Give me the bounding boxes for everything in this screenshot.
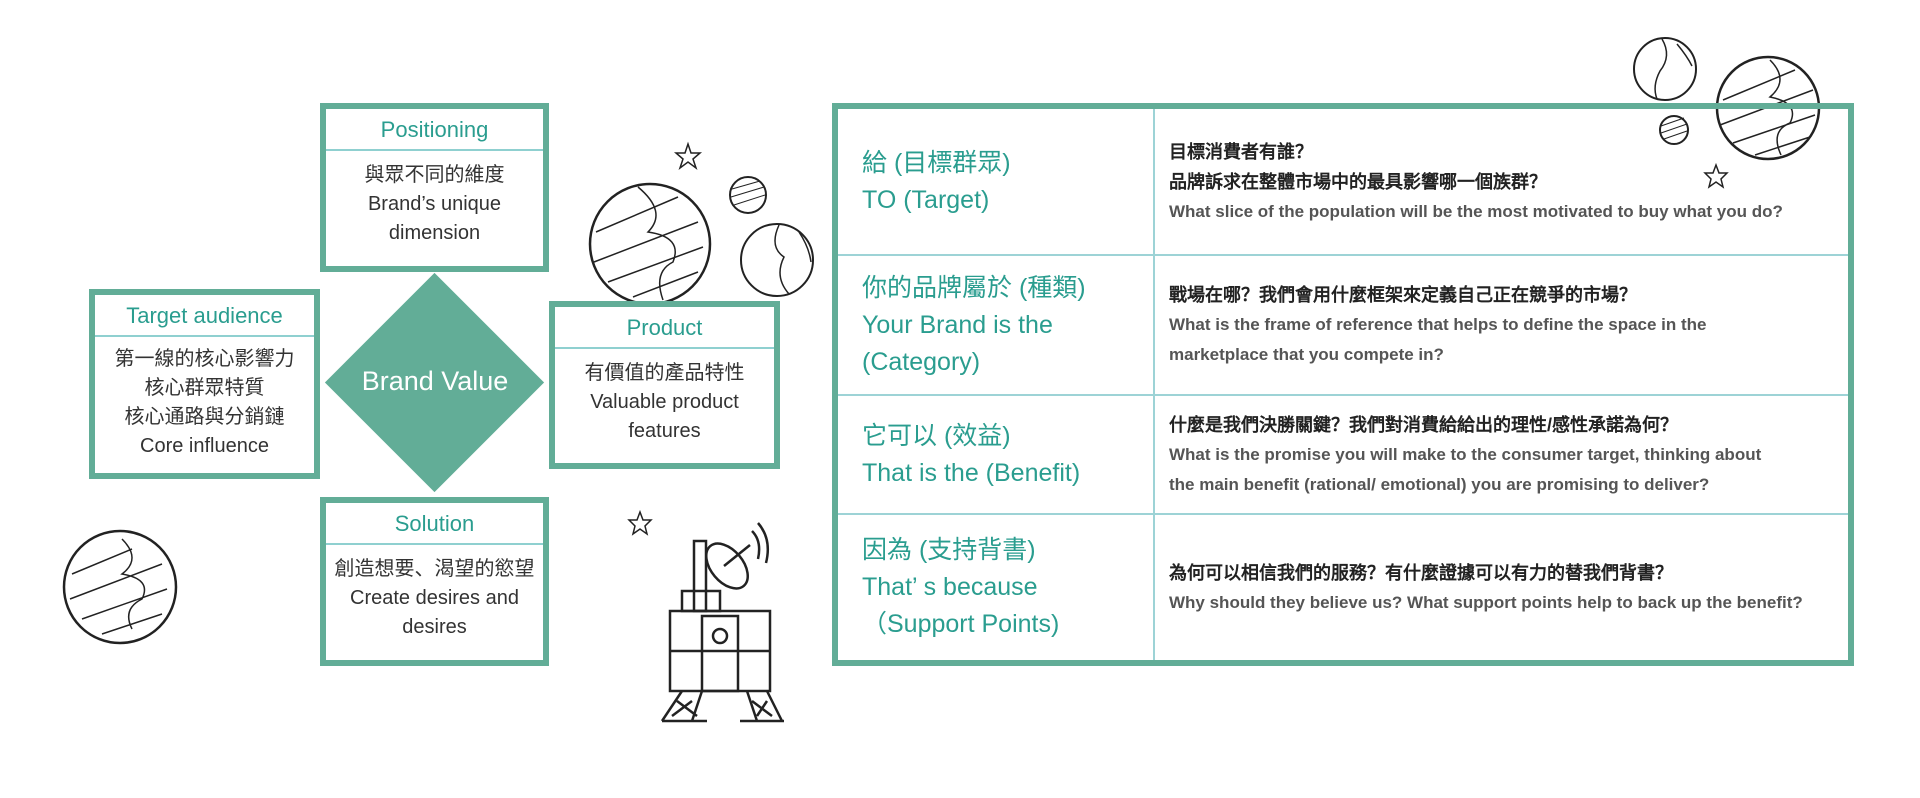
positioning-statement-table: 給 (目標群眾) TO (Target) 目標消費者有誰？ 品牌訴求在整體市場中的最…	[832, 103, 1854, 666]
row-description: Why should they believe us? What support…	[1169, 592, 1803, 612]
row-label: That’ s because	[862, 573, 1038, 601]
planet-icon	[588, 182, 712, 306]
table-row: 你的品牌屬於 (種類) Your Brand is the (Category) 戰…	[835, 254, 1851, 395]
target-line: Core influence	[140, 435, 269, 457]
planet-icon	[729, 176, 767, 214]
target-audience-box: Target audience 第一線的核心影響力核心群眾特質核心通路與分銷鏈 C…	[89, 289, 320, 479]
target-audience-title: Target audience	[95, 295, 314, 337]
product-line: Valuable product	[590, 391, 739, 413]
row-question: 為何可以相信我們的服務？有什麼證據可以有力的替我們背書？	[1169, 562, 1673, 583]
row-label: 你的品牌屬於 (種類)	[862, 273, 1086, 302]
positioning-box: Positioning 與眾不同的維度 Brand’s unique dimensi…	[320, 103, 549, 272]
positioning-line: dimension	[388, 222, 481, 244]
target-line: 核心通路與分銷鏈	[124, 406, 285, 428]
product-box: Product 有價值的產品特性 Valuable product features	[549, 301, 780, 469]
positioning-title: Positioning	[326, 109, 543, 151]
star-icon	[1703, 162, 1729, 189]
table-row: 給 (目標群眾) TO (Target) 目標消費者有誰？ 品牌訴求在整體市場中的最…	[835, 106, 1851, 255]
planet-icon	[1659, 115, 1689, 145]
solution-box: Solution 創造想要、渴望的慾望 Create desires and des…	[320, 497, 549, 666]
solution-line: desires	[402, 616, 467, 638]
row-label: That is the (Benefit)	[862, 458, 1081, 487]
product-line: features	[628, 420, 701, 442]
table-row: 它可以 (效益) That is the (Benefit) 什麼是我們決勝關鍵？…	[835, 394, 1851, 514]
solution-title: Solution	[326, 503, 543, 545]
row-label: 它可以 (效益)	[862, 421, 1011, 450]
positioning-line: 與眾不同的維度	[364, 164, 505, 186]
row-description: the main benefit (rational/ emotional) y…	[1169, 474, 1710, 494]
row-label: （Support Points)	[862, 610, 1060, 638]
row-label: TO (Target)	[862, 185, 990, 214]
target-line: 第一線的核心影響力	[114, 348, 295, 370]
target-line: 核心群眾特質	[144, 377, 265, 399]
table-row: 因為 (支持背書) That’ s because （Support Points)…	[835, 513, 1851, 663]
positioning-line: Brand’s unique	[367, 193, 502, 215]
solution-line: 創造想要、渴望的慾望	[334, 558, 535, 580]
row-description: marketplace that you compete in?	[1169, 345, 1444, 364]
row-question: 什麼是我們決勝關鍵？我們對消費給給出的理性/感性承諾為何？	[1169, 414, 1678, 435]
product-title: Product	[555, 307, 774, 349]
lander-icon	[660, 522, 784, 723]
globe-icon	[1633, 37, 1697, 101]
row-question: 戰場在哪？我們會用什麼框架來定義自己正在競爭的市場？	[1169, 285, 1637, 305]
row-description: What is the promise you will make to the…	[1169, 444, 1762, 464]
product-line: 有價值的產品特性	[584, 362, 745, 384]
solution-line: Create desires and	[350, 587, 519, 609]
row-label: Your Brand is the	[862, 310, 1053, 339]
row-label: 因為 (支持背書)	[862, 536, 1036, 564]
row-question: 目標消費者有誰？	[1169, 141, 1313, 162]
star-icon	[673, 141, 703, 171]
row-description: What is the frame of reference that help…	[1169, 315, 1707, 334]
row-label: (Category)	[862, 347, 981, 376]
brand-value-label: Brand Value	[361, 366, 509, 396]
row-question: 品牌訴求在整體市場中的最具影響哪一個族群？	[1169, 171, 1547, 192]
row-label: 給 (目標群眾)	[862, 148, 1011, 177]
planet-icon	[62, 529, 178, 645]
globe-icon	[740, 223, 814, 297]
row-description: What slice of the population will be the…	[1169, 201, 1783, 221]
star-icon	[627, 509, 653, 536]
